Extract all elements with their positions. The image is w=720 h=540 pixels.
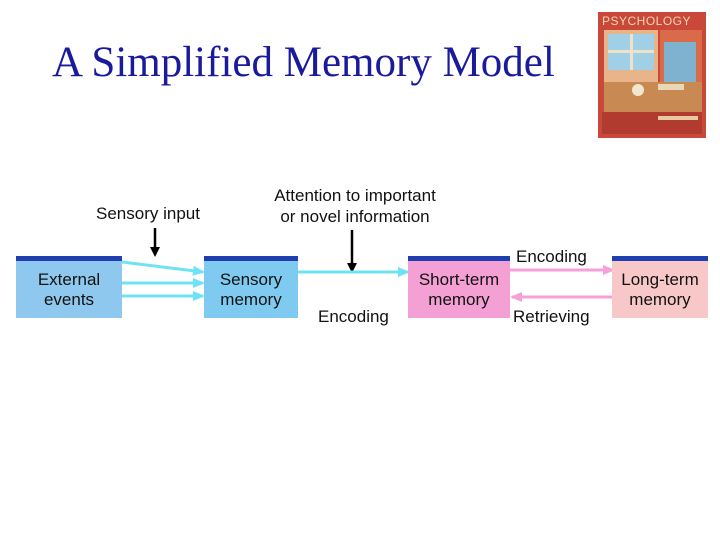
book-cover-art — [598, 12, 706, 138]
attention-label-line2: or novel information — [280, 207, 430, 226]
book-cover-title: PSYCHOLOGY — [602, 14, 692, 28]
short-term-memory-box: Short-term memory — [408, 256, 510, 318]
encoding-label-upper: Encoding — [516, 247, 587, 266]
encoding-label-lower: Encoding — [318, 307, 389, 326]
retrieving-label: Retrieving — [513, 307, 590, 326]
long-term-memory-box: Long-term memory — [612, 256, 708, 318]
external-events-box: External events — [16, 256, 122, 318]
sensory-input-label: Sensory input — [96, 204, 200, 223]
sensory-memory-box: Sensory memory — [204, 256, 298, 318]
external-events-label: External events — [37, 269, 101, 309]
long-term-memory-label: Long-term memory — [621, 269, 699, 309]
external-to-sensory-arrow-top — [121, 260, 205, 276]
sensory-memory-label: Sensory memory — [219, 269, 283, 309]
page-title: A Simplified Memory Model — [52, 39, 555, 86]
short-term-memory-label: Short-term memory — [418, 269, 500, 309]
attention-label-line1: Attention to important — [274, 186, 436, 205]
book-cover-image: PSYCHOLOGY — [598, 12, 706, 138]
